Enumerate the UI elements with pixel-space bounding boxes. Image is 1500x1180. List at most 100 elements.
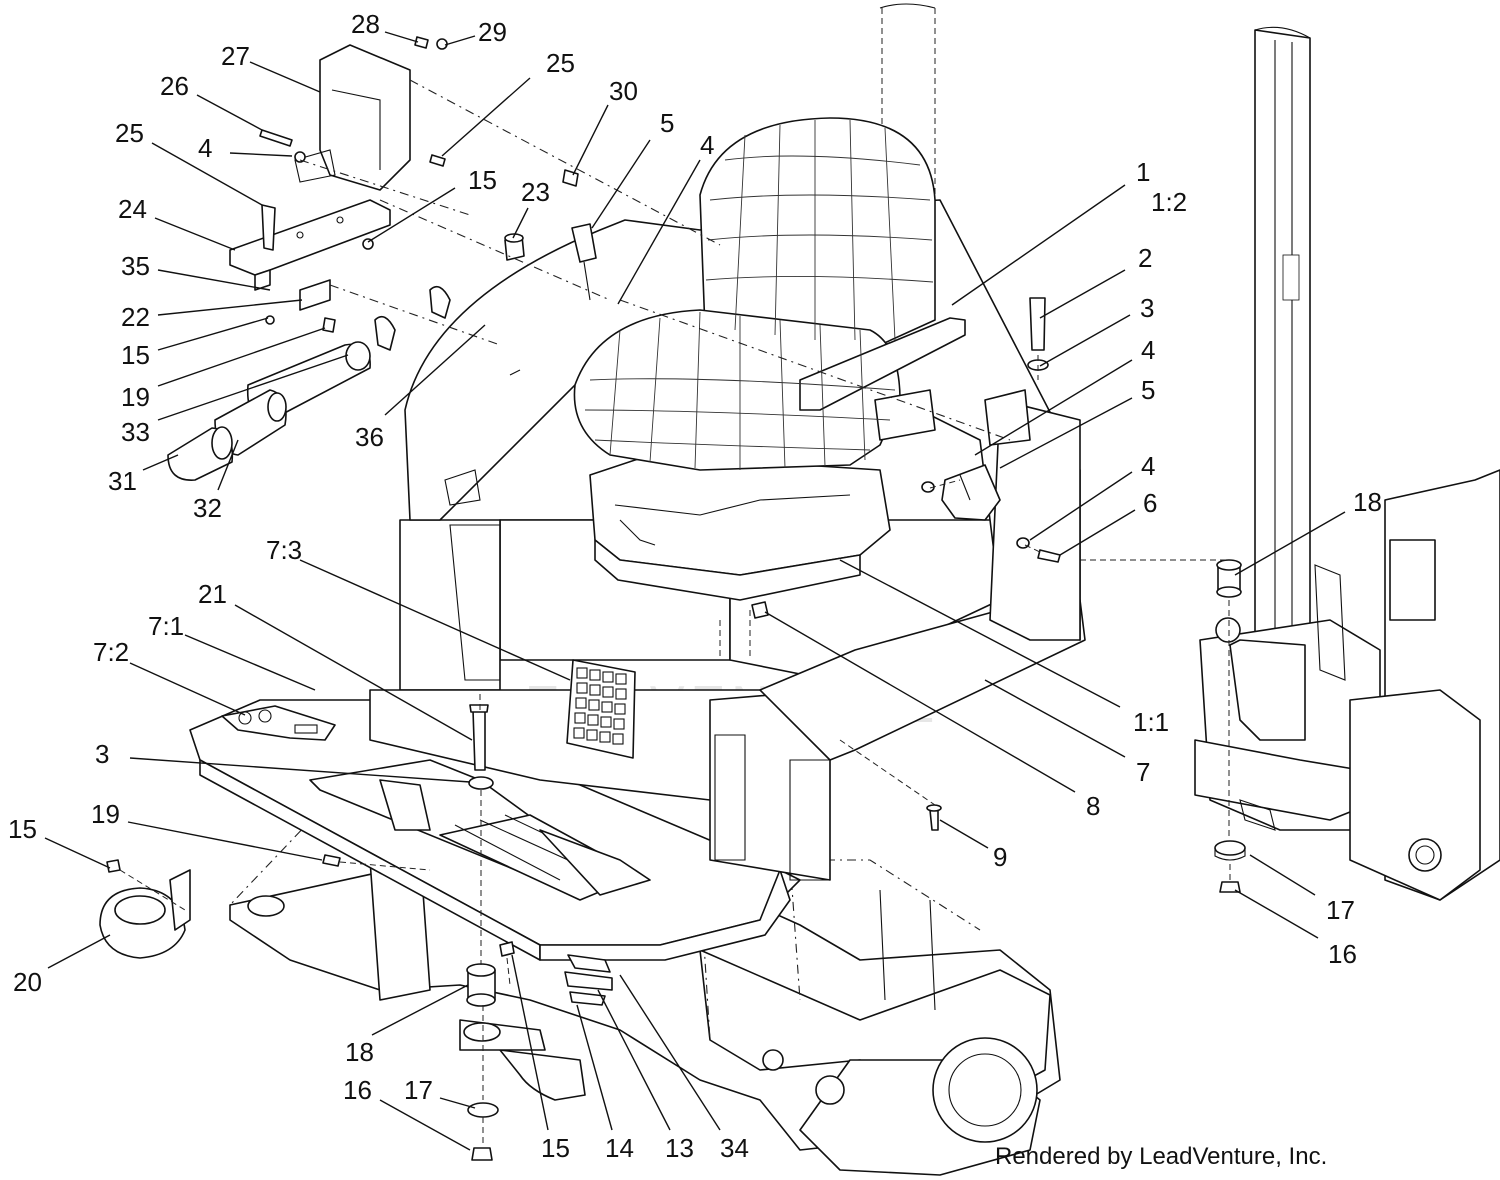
leader-line-c17a: [1249, 854, 1316, 896]
callout-label-c5b[interactable]: 5: [1141, 375, 1155, 405]
callout-label-c4d[interactable]: 4: [1141, 451, 1155, 481]
callout-label-c33[interactable]: 33: [121, 417, 150, 447]
callout-label-c13[interactable]: 13: [665, 1133, 694, 1163]
hardware-bolts[interactable]: [259, 36, 579, 333]
leader-line-c29: [444, 35, 476, 46]
bolt-9[interactable]: [926, 804, 942, 831]
isolator-mount-inset[interactable]: [1216, 559, 1242, 598]
callout-label-c36[interactable]: 36: [355, 422, 384, 452]
clamp-bracket[interactable]: [299, 279, 451, 351]
leader-line-c4b: [229, 152, 293, 157]
callout-label-c16a[interactable]: 16: [1328, 939, 1357, 969]
leader-line-c28: [384, 31, 419, 43]
horn-20[interactable]: [99, 869, 191, 959]
callout-label-c30[interactable]: 30: [609, 76, 638, 106]
leader-line-c33: [157, 354, 349, 421]
isolator-18[interactable]: [466, 963, 496, 1007]
callout-label-c26[interactable]: 26: [160, 71, 189, 101]
leader-line-c32: [217, 439, 239, 491]
rops-pillar-right[interactable]: [1254, 26, 1311, 741]
buckle-5[interactable]: [571, 223, 597, 301]
retractor-5[interactable]: [941, 464, 1001, 521]
leader-line-c16b: [379, 1099, 471, 1151]
callout-label-c20[interactable]: 20: [13, 967, 42, 997]
leader-line-c25b: [151, 142, 263, 206]
nut-15-horn[interactable]: [106, 859, 121, 873]
safety-decal[interactable]: [566, 659, 636, 759]
callout-label-c22[interactable]: 22: [121, 302, 150, 332]
washer-inset[interactable]: [1214, 840, 1246, 861]
callout-label-c12[interactable]: 1:2: [1151, 187, 1187, 217]
callout-label-c31[interactable]: 31: [108, 466, 137, 496]
callout-label-c15c[interactable]: 15: [8, 814, 37, 844]
seat-assembly[interactable]: [573, 117, 966, 601]
callout-label-c5a[interactable]: 5: [660, 108, 674, 138]
washer-3-front[interactable]: [468, 776, 494, 790]
callout-label-c71[interactable]: 7:1: [148, 611, 184, 641]
callout-label-c18b[interactable]: 18: [345, 1037, 374, 1067]
callout-label-c21[interactable]: 21: [198, 579, 227, 609]
callout-label-c9[interactable]: 9: [993, 842, 1007, 872]
bolt-21[interactable]: [469, 704, 489, 771]
bracket-27[interactable]: [294, 44, 411, 191]
leader-line-c5a: [591, 139, 651, 229]
leader-line-c8: [764, 611, 1076, 793]
leader-line-c19b: [127, 821, 323, 861]
callout-label-c15a[interactable]: 15: [468, 165, 497, 195]
callout-label-c25b[interactable]: 25: [115, 118, 144, 148]
callout-label-c8[interactable]: 8: [1086, 791, 1100, 821]
callout-label-c19a[interactable]: 19: [121, 382, 150, 412]
nut-16[interactable]: [471, 1147, 493, 1161]
callout-label-c73[interactable]: 7:3: [266, 535, 302, 565]
washer-17[interactable]: [467, 1102, 499, 1118]
callout-label-c15d[interactable]: 15: [541, 1133, 570, 1163]
leader-line-c25a: [441, 77, 531, 157]
callout-label-c34[interactable]: 34: [720, 1133, 749, 1163]
callout-label-c4a[interactable]: 4: [700, 130, 714, 160]
nut-15-front[interactable]: [499, 941, 515, 957]
foot-decal[interactable]: [221, 705, 336, 741]
callout-label-c1[interactable]: 1: [1136, 157, 1150, 187]
callout-label-c2[interactable]: 2: [1138, 243, 1152, 273]
callout-label-c14[interactable]: 14: [605, 1133, 634, 1163]
cap-31[interactable]: [167, 426, 234, 481]
callout-label-c19b[interactable]: 19: [91, 799, 120, 829]
bolt-2[interactable]: [1029, 297, 1046, 351]
floor-pan[interactable]: [189, 699, 801, 961]
callout-label-c17b[interactable]: 17: [404, 1075, 433, 1105]
callout-label-c32[interactable]: 32: [193, 493, 222, 523]
callout-label-c3b[interactable]: 3: [95, 739, 109, 769]
callout-label-c11[interactable]: 1:1: [1133, 707, 1169, 737]
switch-13-14-34[interactable]: [564, 954, 613, 1006]
callout-label-c72[interactable]: 7:2: [93, 637, 129, 667]
main-chassis-frame[interactable]: [229, 799, 1061, 1176]
nut-8[interactable]: [751, 601, 769, 619]
callout-label-c3a[interactable]: 3: [1140, 293, 1154, 323]
callout-label-c4c[interactable]: 4: [1141, 335, 1155, 365]
callout-label-c6[interactable]: 6: [1143, 488, 1157, 518]
nut-inset[interactable]: [1219, 881, 1241, 893]
bracket-24[interactable]: [229, 199, 391, 291]
callout-label-c27[interactable]: 27: [221, 41, 250, 71]
callout-label-c4b[interactable]: 4: [198, 133, 212, 163]
callout-label-c35[interactable]: 35: [121, 251, 150, 281]
leader-line-c1: [951, 184, 1126, 306]
callout-label-c16b[interactable]: 16: [343, 1075, 372, 1105]
callout-label-c7[interactable]: 7: [1136, 757, 1150, 787]
leader-line-c71: [184, 634, 316, 691]
callout-label-c18a[interactable]: 18: [1353, 487, 1382, 517]
callout-label-c29[interactable]: 29: [478, 17, 507, 47]
callout-label-c17a[interactable]: 17: [1326, 895, 1355, 925]
bolt-19-front[interactable]: [322, 854, 341, 867]
callout-label-c25a[interactable]: 25: [546, 48, 575, 78]
callout-label-c23[interactable]: 23: [521, 177, 550, 207]
inset-frame-detail[interactable]: [1194, 469, 1500, 901]
washer-4-right[interactable]: [921, 481, 1030, 549]
bolt-6[interactable]: [1037, 549, 1061, 563]
callout-label-c28[interactable]: 28: [351, 9, 380, 39]
callout-label-c24[interactable]: 24: [118, 194, 147, 224]
leader-line-c7: [984, 679, 1126, 758]
spacer-23[interactable]: [504, 233, 525, 261]
callout-label-c15b[interactable]: 15: [121, 340, 150, 370]
